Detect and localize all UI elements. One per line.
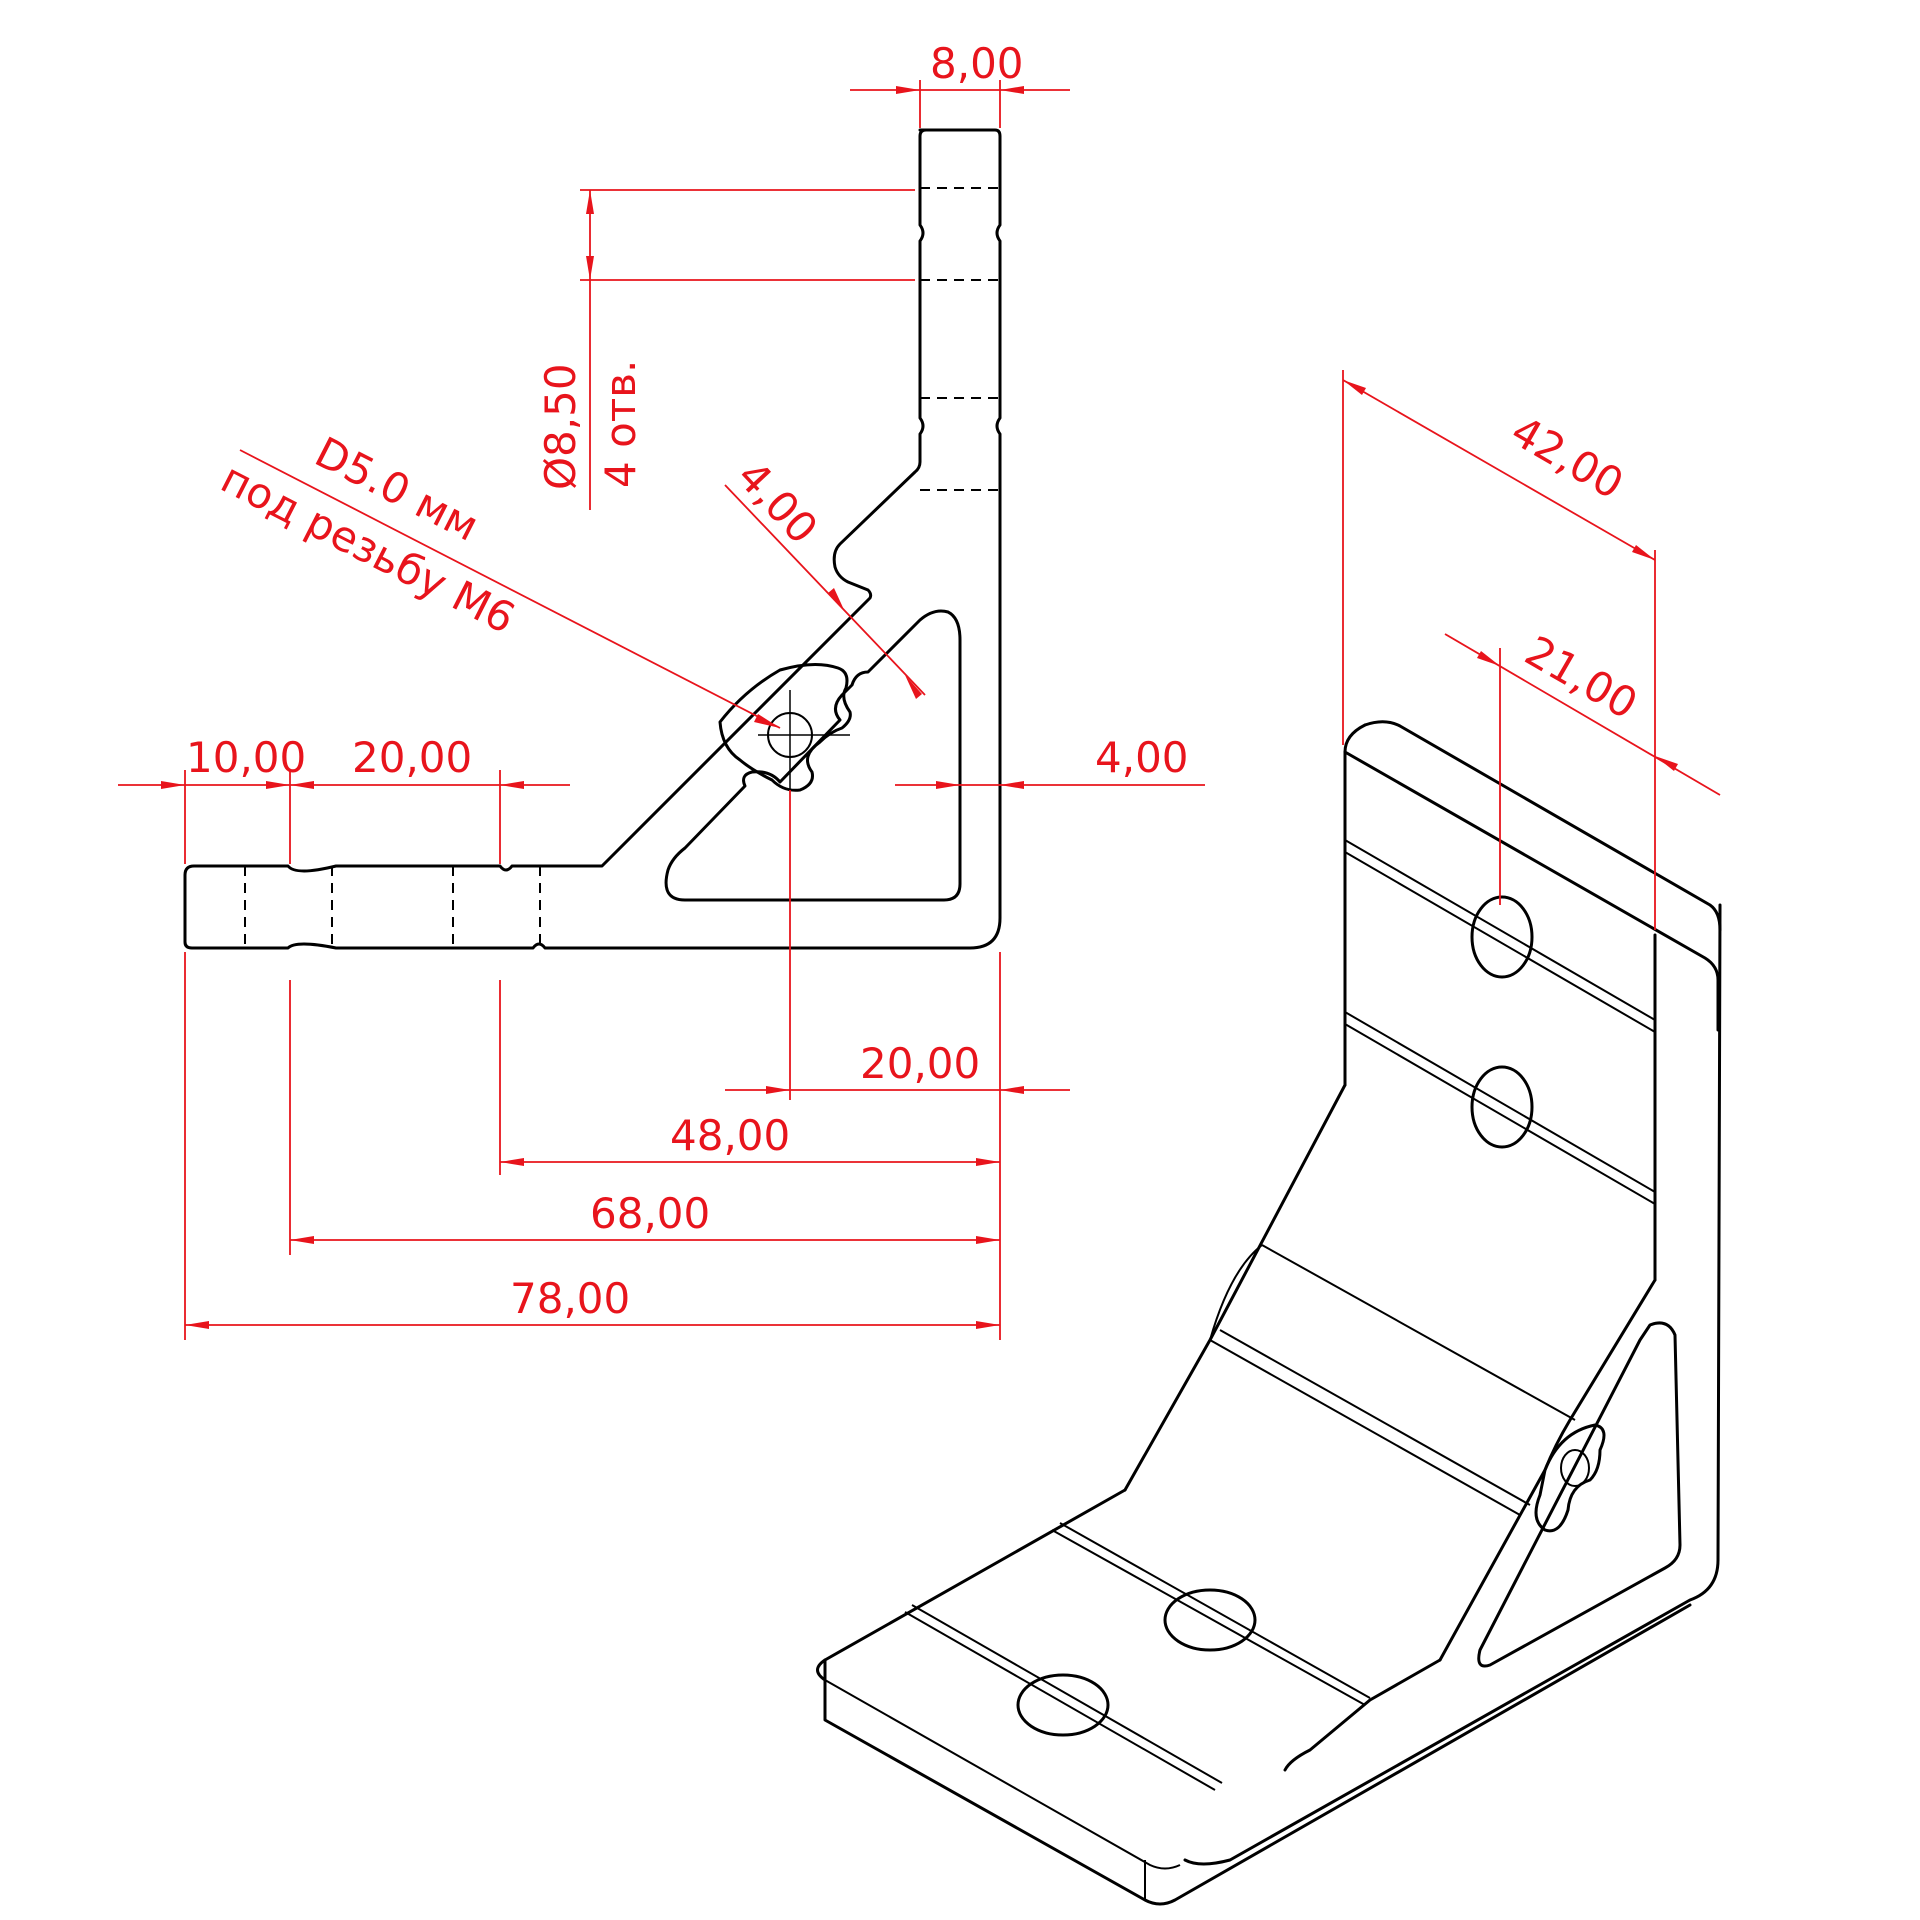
dim-hole-count: 4 отв.	[596, 360, 645, 488]
screw-channel	[718, 663, 852, 792]
dim-wall: 4,00	[1095, 733, 1189, 782]
profile-inner-cavity	[664, 609, 962, 902]
dim-center-20: 20,00	[860, 1039, 980, 1088]
dim-68: 68,00	[590, 1189, 710, 1238]
dimensions-isometric: 42,00 21,00	[1342, 370, 1721, 930]
dimensions-front: 8,00 Ø8,50 4 отв. D5.0 мм под резьбу М6 …	[118, 39, 1205, 1340]
front-view-profile	[183, 128, 1002, 950]
dim-48: 48,00	[670, 1111, 790, 1160]
dim-width-42: 42,00	[1503, 406, 1632, 509]
profile-outer-contour	[183, 128, 1002, 950]
dim-top-width: 8,00	[930, 39, 1024, 88]
dim-left-10: 10,00	[186, 733, 306, 782]
dim-left-20: 20,00	[352, 733, 472, 782]
isometric-view	[816, 720, 1722, 1906]
dim-78: 78,00	[510, 1274, 630, 1323]
dim-hole-diameter: Ø8,50	[536, 363, 585, 490]
